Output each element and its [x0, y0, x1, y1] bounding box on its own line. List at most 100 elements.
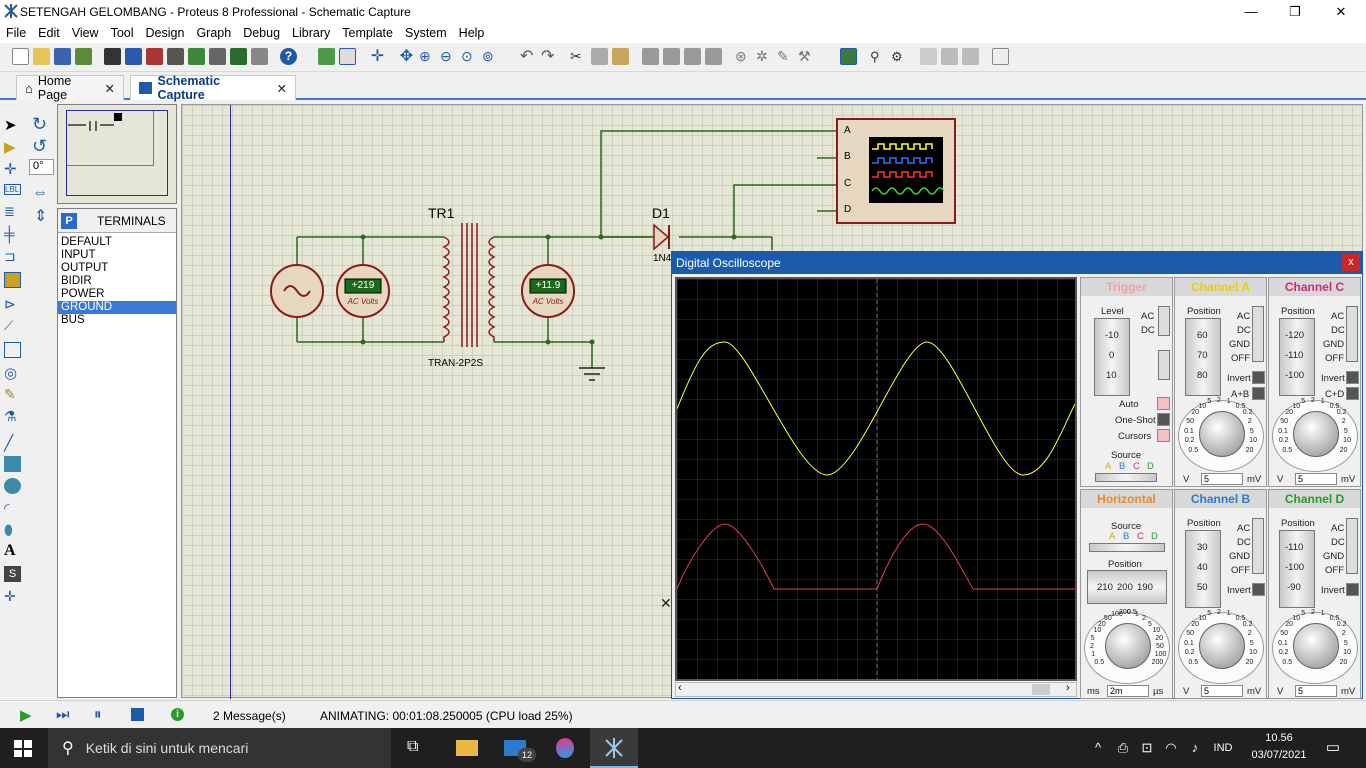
pcb-icon[interactable] — [146, 48, 163, 65]
scroll-left-icon[interactable]: ‹ — [678, 682, 682, 694]
terminal-item-bus[interactable]: BUS — [61, 314, 85, 326]
exit-to-parent-icon[interactable] — [962, 48, 979, 65]
trigger-auto-button[interactable] — [1157, 397, 1170, 410]
show-hidden-icons[interactable]: ^ — [1094, 740, 1102, 755]
channel-c-coupling-switch[interactable] — [1346, 306, 1358, 362]
block-delete-icon[interactable] — [705, 48, 722, 65]
pan-icon[interactable]: ✥ — [399, 48, 414, 65]
open-folder-icon[interactable] — [33, 48, 50, 65]
rotation-angle-field[interactable]: 0° — [29, 159, 54, 175]
zoom-out-icon[interactable]: ⊖ — [440, 48, 452, 64]
3d-view-icon[interactable] — [209, 48, 226, 65]
terminal-item-default[interactable]: DEFAULT — [61, 236, 112, 248]
channel-b-position-slider[interactable] — [1185, 530, 1221, 608]
terminal-item-power[interactable]: POWER — [61, 288, 105, 300]
save-icon[interactable] — [54, 48, 71, 65]
package-tool-icon[interactable]: ✎ — [777, 48, 789, 64]
block-rotate-icon[interactable] — [684, 48, 701, 65]
device-pins-mode-icon[interactable]: ⊳ — [4, 296, 16, 312]
search-tag-icon[interactable]: ⚲ — [870, 49, 880, 64]
proteus-taskbar-button[interactable] — [590, 728, 638, 768]
redo-icon[interactable]: ↷ — [541, 48, 555, 65]
channel-a-coupling-switch[interactable] — [1252, 306, 1264, 362]
channel-a-position-slider[interactable] — [1185, 318, 1221, 396]
step-icon[interactable]: ⏭ — [56, 706, 70, 723]
selection-mode-icon[interactable]: ➤ — [4, 117, 17, 134]
menu-system[interactable]: System — [404, 26, 447, 40]
symbol-mode-icon[interactable]: S — [4, 566, 21, 582]
pause-icon[interactable]: ⏸ — [94, 706, 102, 723]
scroll-thumb[interactable] — [1032, 684, 1050, 695]
stop-icon[interactable] — [131, 708, 144, 721]
trigger-oneshot-button[interactable] — [1157, 413, 1170, 426]
channel-b-volts-knob[interactable] — [1199, 623, 1245, 669]
block-move-icon[interactable] — [663, 48, 680, 65]
channel-d-value-field[interactable]: 5 — [1295, 685, 1337, 697]
arc-mode-icon[interactable]: ◜ — [4, 500, 10, 516]
electrical-rule-check-icon[interactable] — [992, 48, 1009, 65]
channel-c-value-field[interactable]: 5 — [1295, 473, 1337, 485]
channel-c-volts-knob[interactable] — [1293, 411, 1339, 457]
rotate-anticlockwise-icon[interactable]: ↺ — [32, 136, 48, 156]
terminal-item-bidir[interactable]: BIDIR — [61, 275, 92, 287]
channel-d-coupling-switch[interactable] — [1346, 518, 1358, 574]
zoom-area-icon[interactable]: ⊚ — [482, 48, 494, 64]
close-window-button[interactable]: ✕ — [1335, 4, 1347, 19]
text-script-mode-icon[interactable]: ≣ — [4, 204, 15, 219]
oscilloscope-titlebar[interactable]: Digital Oscilloscope — [672, 252, 1362, 274]
tab-schematic-close-icon[interactable]: ✕ — [276, 81, 287, 96]
notifications-icon[interactable]: ▭ — [1325, 739, 1341, 756]
path-mode-icon[interactable]: ⬮ — [4, 522, 13, 538]
tab-home-page[interactable]: ⌂ Home Page ✕ — [16, 74, 124, 102]
pick-terminal-button[interactable]: P — [61, 212, 77, 229]
terminal-item-output[interactable]: OUTPUT — [61, 262, 109, 274]
generator-mode-icon[interactable]: ◎ — [4, 365, 18, 382]
channel-b-value-field[interactable]: 5 — [1201, 685, 1243, 697]
taskbar-search-box[interactable]: ⚲ Ketik di sini untuk mencari — [48, 728, 391, 768]
mirror-vertical-icon[interactable]: ⇕ — [34, 208, 48, 225]
terminal-item-ground[interactable]: GROUND — [58, 301, 176, 314]
import-icon[interactable] — [75, 48, 92, 65]
virtual-instruments-mode-icon[interactable]: ⚗ — [4, 408, 17, 424]
oscilloscope-scrollbar[interactable]: ‹ › — [675, 682, 1077, 697]
channel-a-combine-button[interactable] — [1252, 387, 1265, 400]
voltage-probe-mode-icon[interactable]: ✎ — [4, 386, 16, 402]
channel-a-value-field[interactable]: 5 — [1201, 473, 1243, 485]
undo-icon[interactable]: ↶ — [520, 48, 534, 65]
remove-sheet-icon[interactable] — [941, 48, 958, 65]
graph-mode-icon[interactable]: ⟋ — [4, 318, 14, 333]
menu-debug[interactable]: Debug — [243, 26, 281, 40]
line-mode-icon[interactable]: ╱ — [4, 435, 14, 452]
channel-b-coupling-switch[interactable] — [1252, 518, 1264, 574]
menu-design[interactable]: Design — [145, 26, 185, 40]
timebase-value-field[interactable]: 2m — [1107, 685, 1149, 697]
messages-count[interactable]: 2 Message(s) — [213, 709, 286, 723]
property-assign-icon[interactable]: ⚙ — [891, 49, 903, 64]
wire-label-mode-icon[interactable]: LBL — [4, 184, 21, 195]
cut-icon[interactable]: ✂ — [570, 48, 582, 64]
channel-b-invert-button[interactable] — [1252, 583, 1265, 596]
menu-graph[interactable]: Graph — [196, 26, 232, 40]
menu-edit[interactable]: Edit — [38, 26, 60, 40]
new-sheet-icon[interactable] — [920, 48, 937, 65]
mirror-horizontal-icon[interactable]: ⇔ — [32, 184, 48, 201]
printer-icon[interactable]: ⎙ — [1117, 740, 1129, 755]
component-mode-icon[interactable]: ▶ — [4, 139, 16, 156]
copy-icon[interactable] — [591, 48, 608, 65]
channel-d-invert-button[interactable] — [1346, 583, 1359, 596]
trigger-source-slider[interactable] — [1095, 473, 1157, 482]
scroll-right-icon[interactable]: › — [1066, 682, 1070, 694]
schematic-icon[interactable] — [125, 48, 142, 65]
help-icon[interactable]: ? — [280, 48, 297, 65]
gerber-icon[interactable] — [167, 48, 184, 65]
play-icon[interactable]: ▶ — [20, 707, 32, 724]
channel-d-position-slider[interactable] — [1279, 530, 1315, 608]
horizontal-position-slider[interactable] — [1087, 570, 1167, 604]
decompose-icon[interactable]: ⚒ — [798, 48, 811, 64]
wifi-icon[interactable]: ◠ — [1165, 740, 1177, 755]
